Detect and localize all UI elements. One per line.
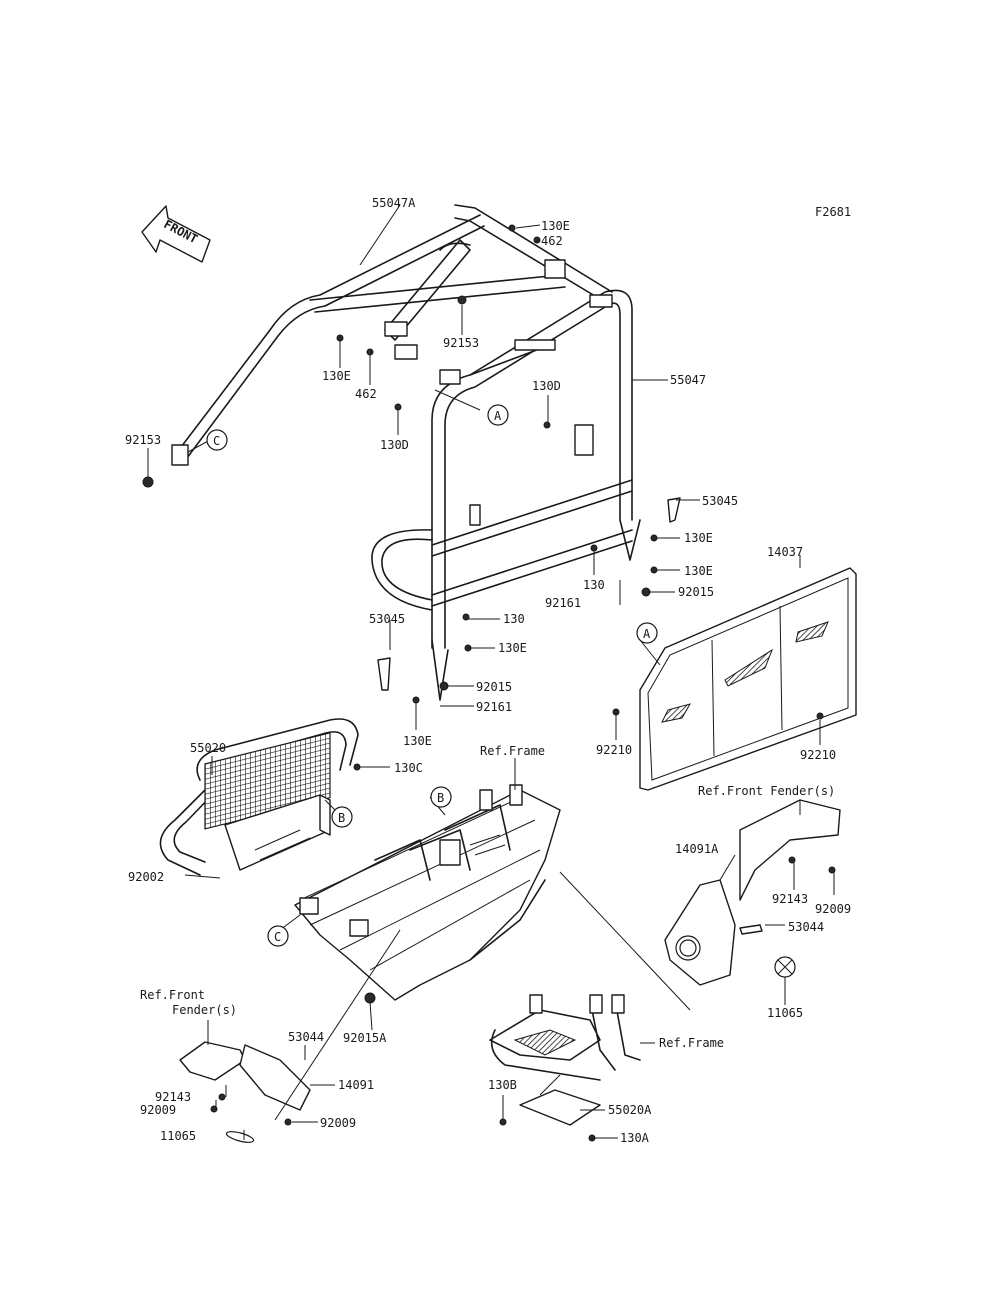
label-55020A: 55020A [608,1103,652,1117]
label-130E-top: 130E [541,219,570,233]
label-130D-right: 130D [532,379,561,393]
part-labels: 55047A 130E 462 92153 130E 462 55047 130… [125,196,851,1145]
label-130E-bottom: 130E [403,734,432,748]
svg-text:C: C [274,930,281,944]
label-462-top: 462 [541,234,563,248]
svg-text:A: A [643,627,651,641]
label-92210-left: 92210 [596,743,632,757]
label-130E-right-b: 130E [684,564,713,578]
label-14037: 14037 [767,545,803,559]
ref-marker-C-upper: C [206,429,228,451]
label-130E-right-a: 130E [684,531,713,545]
fender-cover-14091A [664,799,841,986]
label-55047: 55047 [670,373,706,387]
label-92153-top: 92153 [443,336,479,350]
ref-marker-B-right: B [331,806,353,828]
leader-lines [147,204,835,1140]
label-92143-left: 92143 [155,1090,191,1104]
label-53045-right: 53045 [702,494,738,508]
label-92161-left: 92161 [476,700,512,714]
label-92015-right: 92015 [678,585,714,599]
label-53045-left: 53045 [369,612,405,626]
label-92009-left: 92009 [140,1103,176,1117]
label-130-right: 130 [583,578,605,592]
ref-marker-B-left: B [430,786,452,808]
label-130D-left: 130D [380,438,409,452]
label-462-left: 462 [355,387,377,401]
rear-screen-14037 [639,567,857,791]
label-11065-right: 11065 [767,1006,803,1020]
label-92009-bottom: 92009 [320,1116,356,1130]
label-130A: 130A [620,1131,650,1145]
label-92002: 92002 [128,870,164,884]
grommet-cross-icon [777,959,793,975]
label-11065-left: 11065 [160,1129,196,1143]
label-55020: 55020 [190,741,226,755]
label-92015-left: 92015 [476,680,512,694]
label-ref-front-fender-right: Ref.Front Fender(s) [698,784,835,798]
label-92161-right: 92161 [545,596,581,610]
clip-53044-right [739,924,763,935]
label-92210-right: 92210 [800,748,836,762]
label-130-left: 130 [503,612,525,626]
label-ref-frame-bottom: Ref.Frame [659,1036,724,1050]
svg-text:B: B [338,811,345,825]
label-55047A: 55047A [372,196,416,210]
label-53044-left: 53044 [288,1030,324,1044]
label-53044-right: 53044 [788,920,824,934]
label-ref-front-fender-left-2: Fender(s) [172,1003,237,1017]
fender-cover-14091 [179,1041,311,1143]
strap-53045-lower [377,657,391,691]
rops-main-frame [371,289,641,701]
ref-marker-A-lower: A [636,622,658,644]
svg-text:C: C [213,434,220,448]
rops-upper-frame [171,204,613,466]
figure-id: F2681 [815,205,851,219]
ref-marker-C-lower: C [267,925,289,947]
label-92009-right: 92009 [815,902,851,916]
svg-text:B: B [437,791,444,805]
label-130E-left: 130E [322,369,351,383]
label-14091A: 14091A [675,842,719,856]
svg-text:A: A [494,409,502,423]
label-14091: 14091 [338,1078,374,1092]
main-chassis-frame [294,784,561,1001]
ref-marker-A-upper: A [487,404,509,426]
label-ref-frame-top: Ref.Frame [480,744,545,758]
label-130C: 130C [394,761,423,775]
strap-53045-upper [667,497,681,523]
skid-plate-55020A [489,994,641,1126]
front-arrow-icon: FRONT [141,205,211,263]
label-130E-left-b: 130E [498,641,527,655]
label-ref-front-fender-left-1: Ref.Front [140,988,205,1002]
label-92153-left: 92153 [125,433,161,447]
front-guard-55020 [159,718,359,876]
label-130B: 130B [488,1078,517,1092]
label-92015A: 92015A [343,1031,387,1045]
label-92143-right: 92143 [772,892,808,906]
